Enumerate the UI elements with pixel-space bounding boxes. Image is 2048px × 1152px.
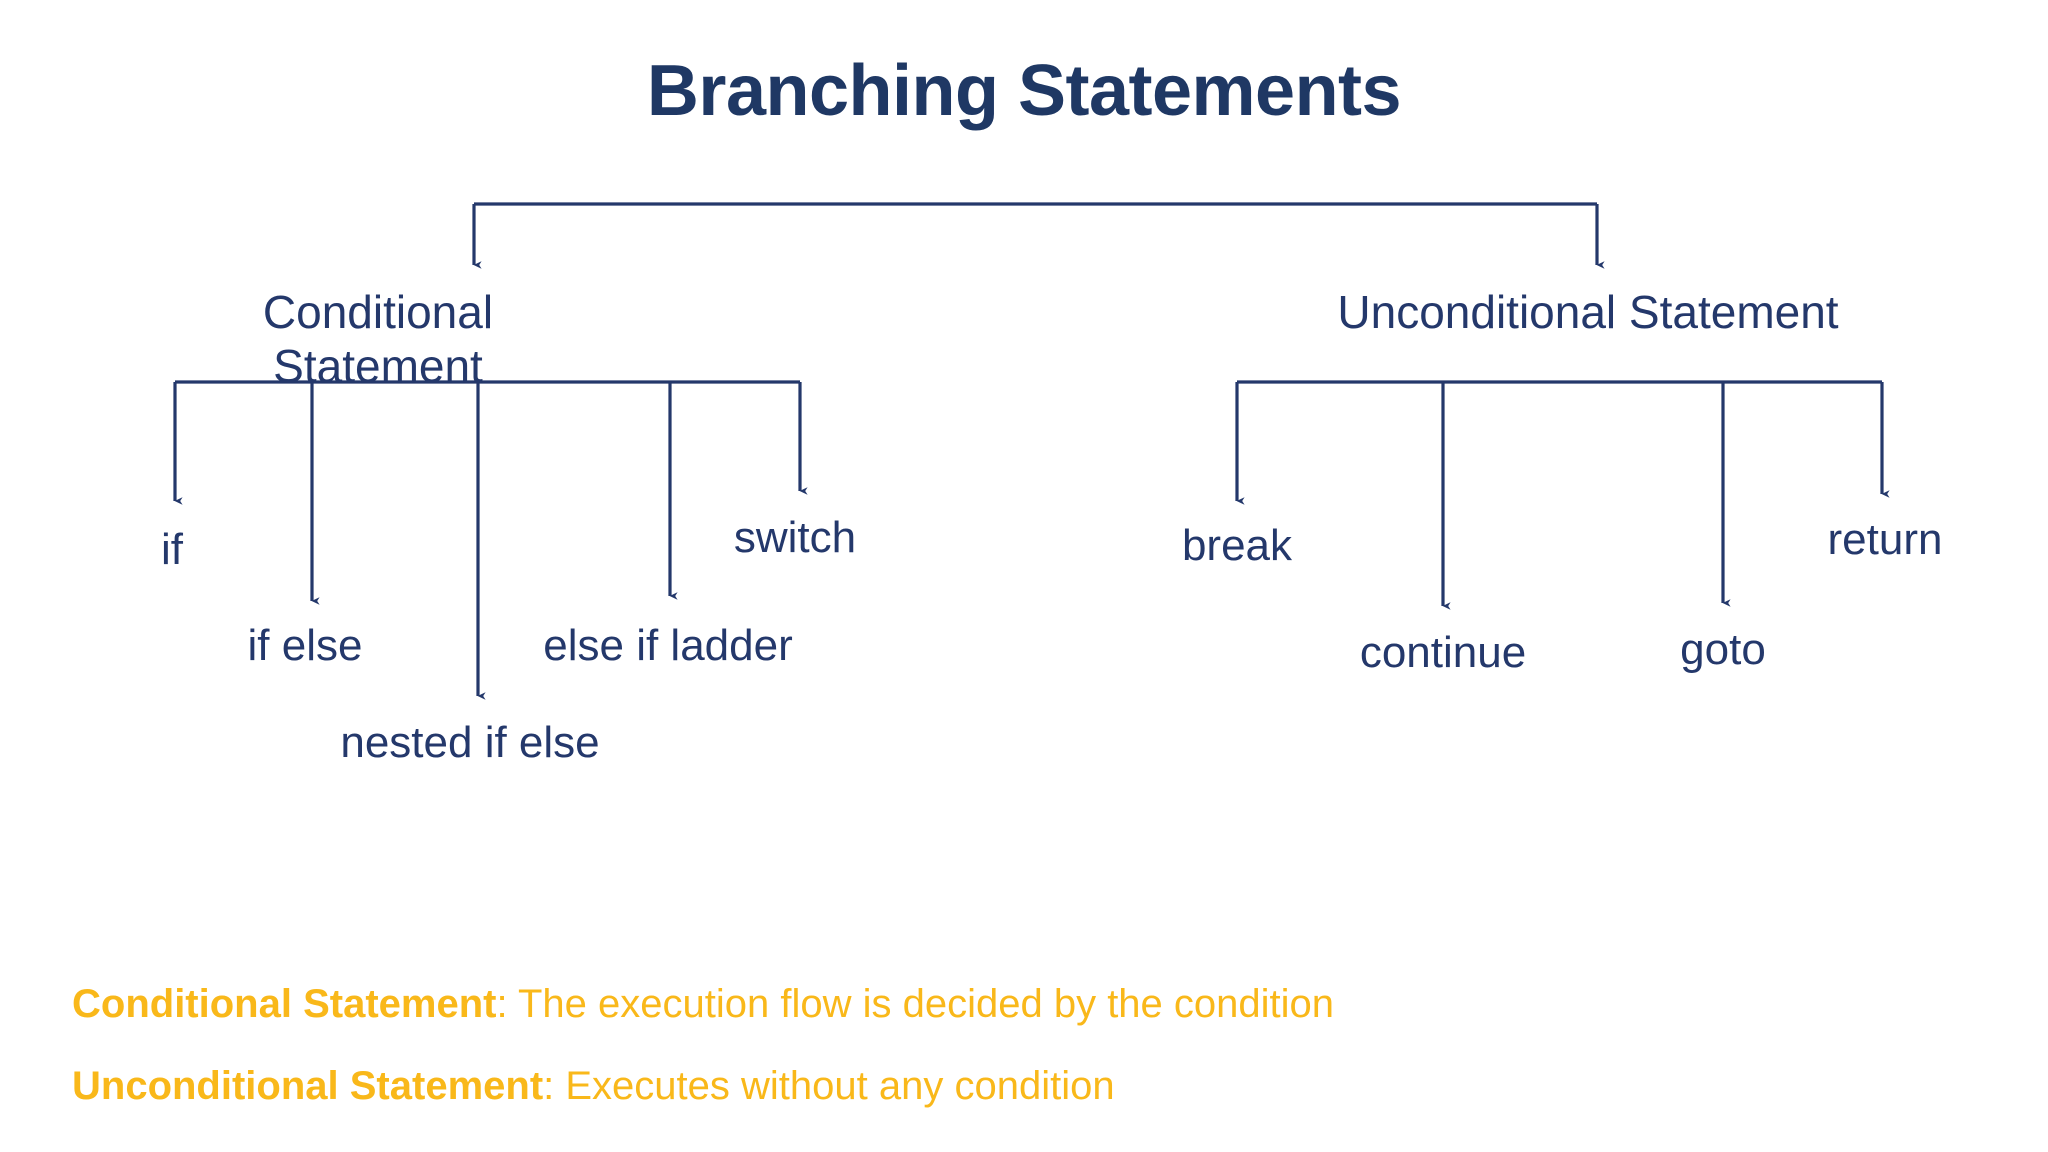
node-continue[interactable]: continue	[1359, 628, 1527, 677]
node-nested-if-else[interactable]: nested if else	[340, 718, 600, 767]
page-title: Branching Statements	[646, 51, 1402, 131]
legend-separator-unconditional: :	[543, 1064, 566, 1108]
legend-description-conditional: The execution flow is decided by the con…	[517, 982, 1335, 1026]
legend-term-unconditional: Unconditional Statement	[72, 1064, 544, 1108]
node-else-if-ladder[interactable]: else if ladder	[543, 621, 793, 670]
node-return[interactable]: return	[1827, 515, 1943, 564]
legend-item-unconditional: Unconditional Statement: Executes withou…	[72, 1064, 1115, 1109]
legend-item-conditional: Conditional Statement: The execution flo…	[72, 982, 1334, 1027]
legend-separator-conditional: :	[496, 982, 518, 1026]
root-connector	[472, 202, 1605, 269]
legend-description-unconditional: Executes without any condition	[565, 1064, 1115, 1108]
unconditional-connector	[1235, 380, 1890, 610]
node-if-else[interactable]: if else	[247, 621, 363, 670]
conditional-connector	[173, 380, 808, 700]
node-break[interactable]: break	[1181, 521, 1293, 570]
node-unconditional-statement[interactable]: Unconditional Statement	[1337, 286, 1839, 338]
node-if[interactable]: if	[161, 525, 183, 574]
node-goto[interactable]: goto	[1680, 625, 1766, 674]
node-conditional-statement[interactable]: Conditional Statement	[262, 286, 494, 393]
legend-term-conditional: Conditional Statement	[72, 982, 497, 1026]
node-switch[interactable]: switch	[733, 513, 857, 562]
